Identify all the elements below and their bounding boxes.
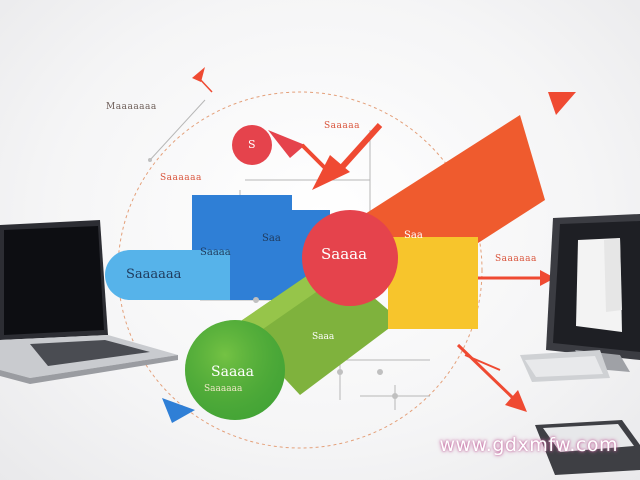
red-circle-label: Saaaa [321, 245, 368, 263]
label-top-center: Saaaaa [324, 121, 360, 131]
small-red-circle-label: S [248, 138, 256, 151]
green-circle-shade [185, 320, 285, 420]
green-circle-sub: Saaaaaa [204, 384, 243, 394]
blue-pill [105, 250, 230, 300]
watermark-text: www.gdxmfw.com [439, 434, 618, 456]
laptop-icon [0, 220, 178, 384]
blue-box-label-a: Saaaa [200, 247, 231, 258]
arrow-icon [162, 67, 576, 423]
green-band-label: Saaa [312, 332, 335, 342]
small-red-circle [232, 125, 272, 165]
green-circle-title: Saaaa [211, 364, 254, 380]
yellow-square [388, 237, 478, 329]
label-right-mid: Saaaaaa [495, 254, 537, 264]
red-circle [302, 210, 398, 306]
blue-box-label-b: Saa [262, 233, 281, 244]
label-top-left: Maaaaaaa [106, 102, 157, 112]
tablet-icon [535, 420, 640, 475]
small-red-pointer [268, 130, 305, 158]
monitor-icon [520, 214, 640, 382]
label-left-mid: Saaaaaa [160, 173, 202, 183]
orange-band-label: Saa [404, 230, 423, 241]
connector-dots [148, 158, 398, 399]
blue-pill-label: Saaaaaa [126, 267, 182, 282]
